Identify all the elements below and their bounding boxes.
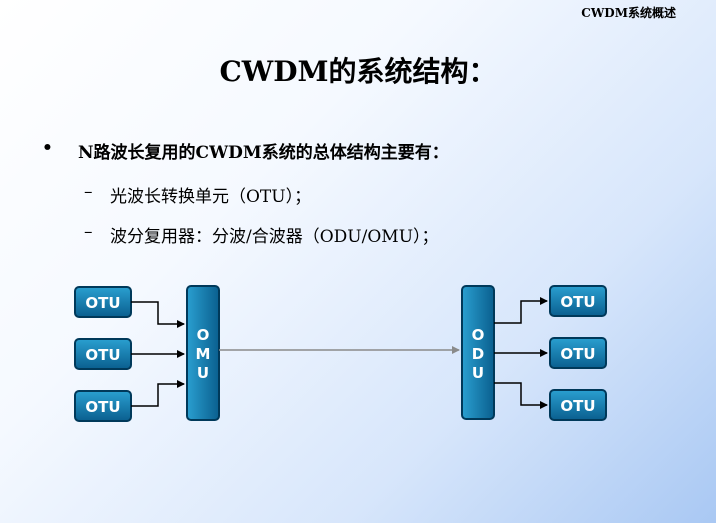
odu-letter: O	[472, 326, 485, 344]
omu-box: O M U	[186, 285, 220, 421]
otu-label: OTU	[85, 398, 120, 416]
otu-label: OTU	[560, 293, 595, 311]
otu-label: OTU	[85, 346, 120, 364]
cwdm-diagram: OTU OTU OTU O M U O D U OTU OTU OT	[74, 285, 607, 422]
left-otu-box: OTU	[74, 338, 132, 370]
bullet-text: N路波长复用的CWDM系统的总体结构主要有：	[78, 143, 449, 163]
odu-letter: U	[472, 364, 484, 382]
sub-item-marker: –	[84, 222, 93, 242]
right-otu-box: OTU	[549, 285, 607, 317]
connector-arrow	[131, 301, 185, 328]
left-otu-box: OTU	[74, 286, 132, 318]
odu-box: O D U	[461, 285, 495, 420]
sub-item-text: 光波长转换单元（OTU）；	[110, 187, 312, 207]
otu-label: OTU	[560, 397, 595, 415]
sub-item-marker: –	[84, 182, 93, 202]
page-title: CWDM的系统结构：	[219, 55, 497, 88]
omu-letter: M	[196, 345, 211, 363]
otu-label: OTU	[85, 294, 120, 312]
right-otu-box: OTU	[549, 389, 607, 421]
bullet-marker: •	[42, 138, 53, 158]
section-tag: CWDM系统概述	[581, 6, 676, 20]
odu-letter: D	[472, 345, 484, 363]
sub-item-text: 波分复用器：分波/合波器（ODU/OMU）；	[110, 227, 439, 247]
right-otu-box: OTU	[549, 337, 607, 369]
otu-label: OTU	[560, 345, 595, 363]
connector-arrow	[494, 297, 548, 324]
connector-arrow	[131, 380, 185, 407]
left-otu-box: OTU	[74, 390, 132, 422]
connector-arrow	[494, 382, 548, 409]
omu-letter: O	[197, 326, 210, 344]
omu-letter: U	[197, 364, 209, 382]
